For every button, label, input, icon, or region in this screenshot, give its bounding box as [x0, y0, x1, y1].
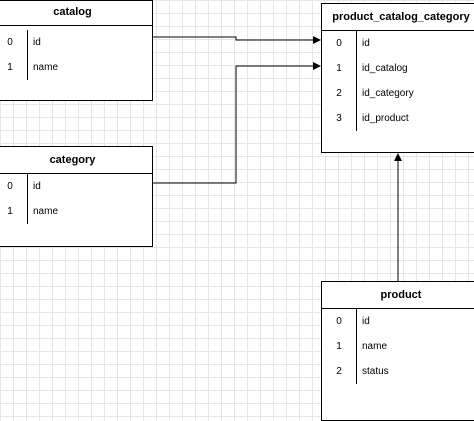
table-title: product — [322, 282, 474, 309]
table-row: 2 id_category — [322, 81, 474, 106]
row-divider — [27, 199, 28, 224]
connector-catalog-to-pcc[interactable] — [153, 36, 321, 44]
row-key: 0 — [336, 316, 342, 327]
row-divider — [356, 334, 357, 359]
table-row: 1 name — [0, 55, 152, 80]
row-field: id — [33, 37, 41, 48]
table-row: 0 id — [322, 309, 474, 334]
row-field: id_product — [362, 113, 409, 124]
row-field: id_category — [362, 88, 414, 99]
row-field: name — [33, 62, 59, 73]
row-key: 1 — [7, 206, 13, 217]
row-field: name — [33, 206, 59, 217]
row-divider — [356, 359, 357, 384]
row-key: 0 — [7, 37, 13, 48]
table-row: 1 id_catalog — [322, 56, 474, 81]
table-catalog[interactable]: catalog 0 id 1 name — [0, 0, 153, 101]
row-key: 2 — [336, 88, 342, 99]
row-key: 0 — [7, 181, 13, 192]
table-title: product_catalog_category — [322, 4, 474, 31]
row-field: name — [362, 341, 388, 352]
row-divider — [356, 56, 357, 81]
table-product-catalog-category[interactable]: product_catalog_category 0 id 1 id_catal… — [321, 3, 474, 153]
table-row: 0 id — [322, 31, 474, 56]
row-divider — [27, 30, 28, 55]
table-row: 0 id — [0, 174, 152, 199]
table-title: category — [0, 147, 152, 174]
row-divider — [27, 174, 28, 199]
table-row: 2 status — [322, 359, 474, 384]
row-field: id — [362, 316, 370, 327]
table-category[interactable]: category 0 id 1 name — [0, 146, 153, 247]
row-divider — [356, 31, 357, 56]
table-row: 1 name — [0, 199, 152, 224]
row-divider — [27, 55, 28, 80]
table-row: 3 id_product — [322, 106, 474, 131]
row-key: 2 — [336, 366, 342, 377]
row-field: id_catalog — [362, 63, 408, 74]
row-key: 0 — [336, 38, 342, 49]
row-key: 1 — [7, 62, 13, 73]
table-row: 1 name — [322, 334, 474, 359]
row-key: 1 — [336, 341, 342, 352]
row-divider — [356, 106, 357, 131]
connector-layer — [153, 36, 402, 281]
row-key: 1 — [336, 63, 342, 74]
row-divider — [356, 81, 357, 106]
table-row: 0 id — [0, 30, 152, 55]
table-product[interactable]: product 0 id 1 name 2 status — [321, 281, 474, 421]
table-title: catalog — [0, 0, 152, 26]
row-field: id — [362, 38, 370, 49]
row-field: status — [362, 366, 389, 377]
connector-category-to-pcc[interactable] — [153, 62, 321, 184]
row-key: 3 — [336, 113, 342, 124]
row-field: id — [33, 181, 41, 192]
row-divider — [356, 309, 357, 334]
